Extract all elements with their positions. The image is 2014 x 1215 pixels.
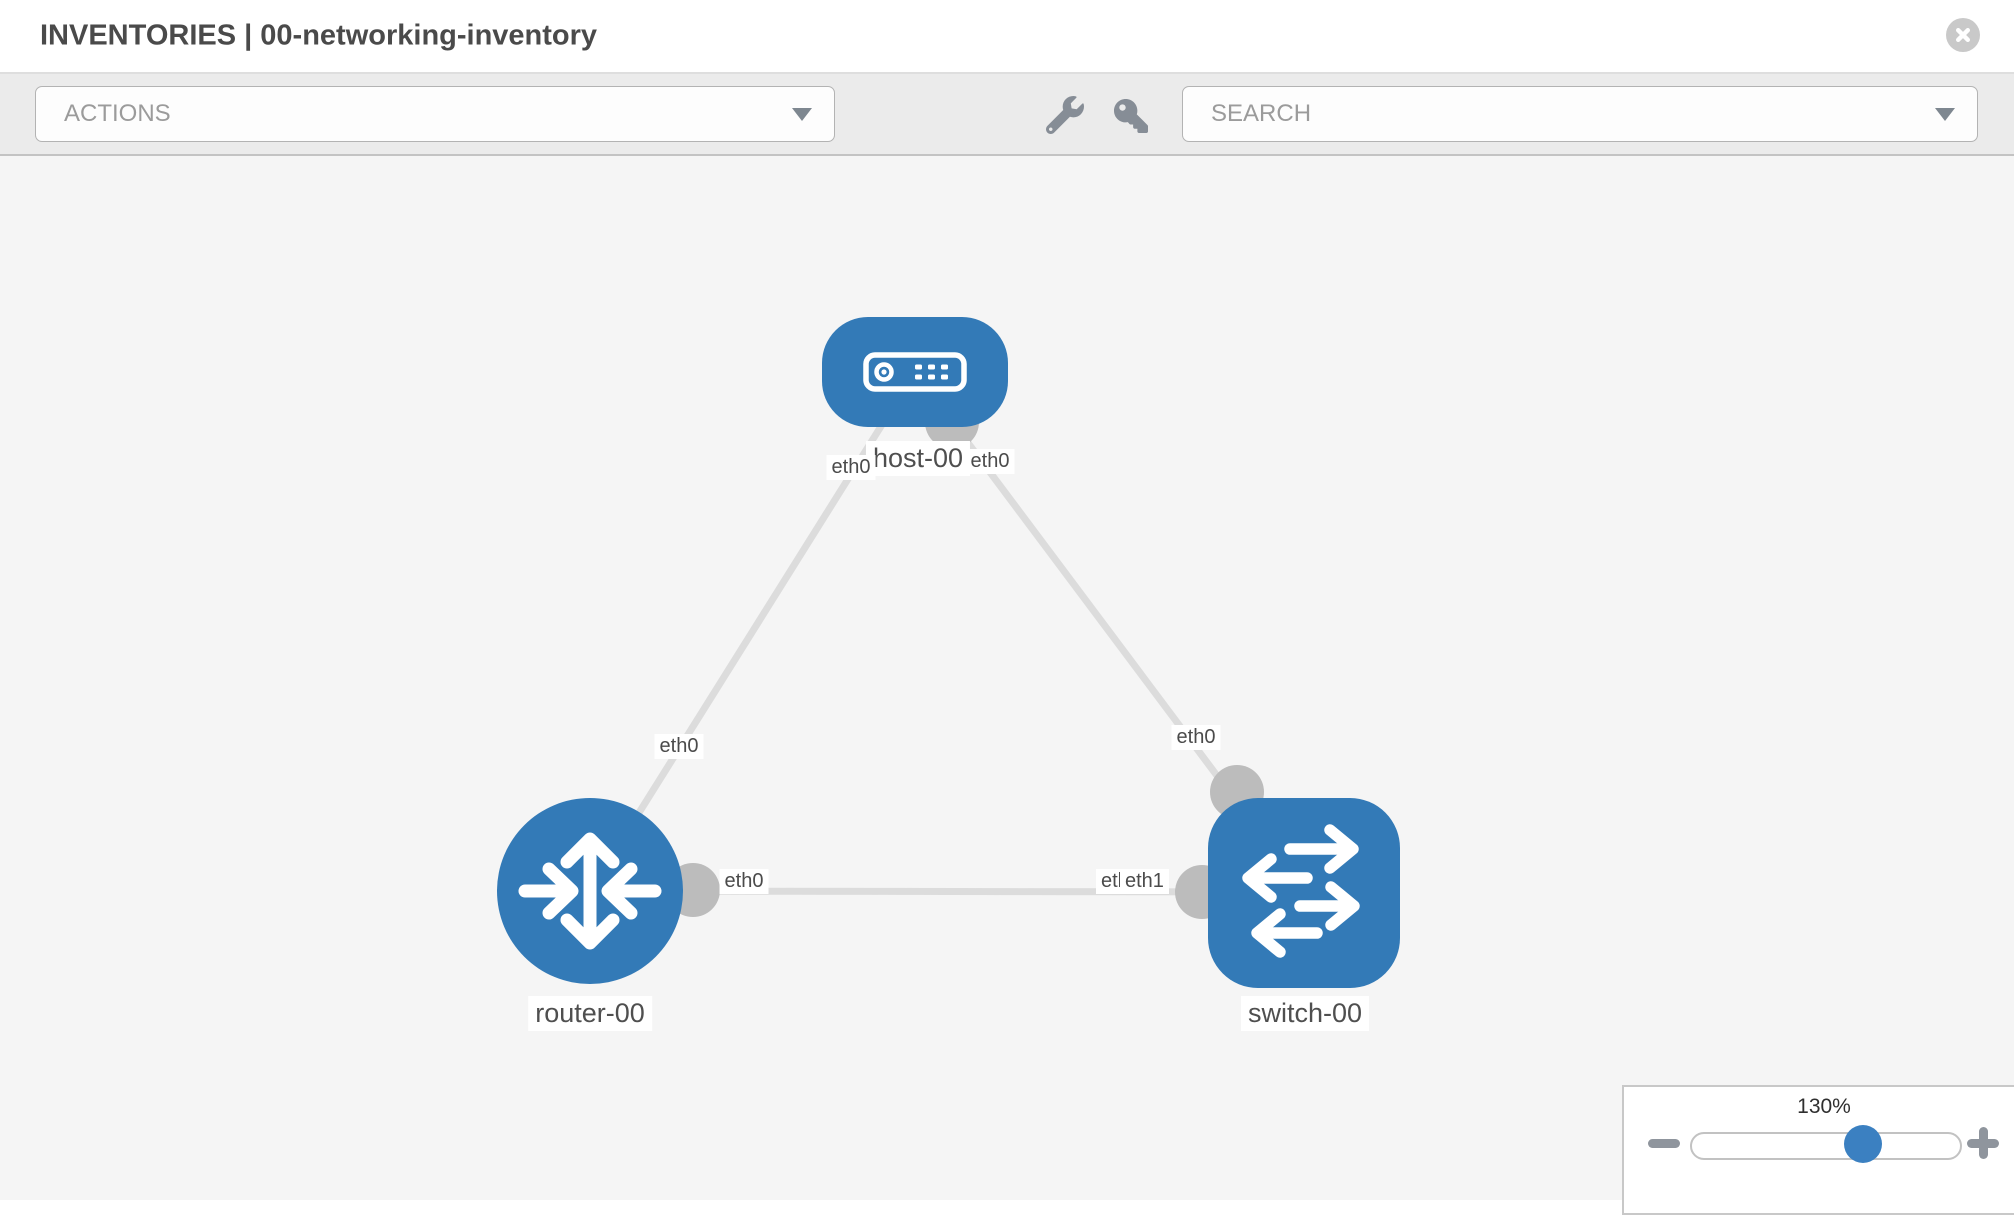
- zoom-out-button[interactable]: [1648, 1139, 1680, 1148]
- interface-label-eth0: eth0: [1171, 725, 1221, 750]
- node-switch-00[interactable]: [1208, 798, 1400, 988]
- interface-label-eth0: eth0: [826, 455, 876, 480]
- actions-dropdown-label: ACTIONS: [64, 100, 171, 127]
- switch-icon: [1242, 824, 1360, 958]
- key-button[interactable]: [1114, 99, 1148, 133]
- server-icon: [863, 352, 967, 392]
- search-dropdown-label: SEARCH: [1211, 100, 1312, 127]
- header: INVENTORIES | 00-networking-inventory: [0, 0, 2014, 74]
- interface-label-eth0: eth0: [719, 869, 769, 894]
- interface-label-eth1: eth1: [1120, 869, 1169, 894]
- toolbar: ACTIONS SEARCH: [0, 74, 2014, 156]
- chevron-down-icon: [1935, 108, 1955, 121]
- interface-label-eth0: eth0: [654, 734, 704, 759]
- node-host-00[interactable]: [822, 317, 1008, 427]
- zoom-slider-track[interactable]: [1690, 1125, 1962, 1163]
- router-icon: [518, 832, 662, 950]
- wrench-icon: [1045, 96, 1084, 135]
- search-dropdown[interactable]: SEARCH: [1182, 86, 1978, 142]
- interface-label-eth0: eth0: [965, 449, 1015, 474]
- node-router-00[interactable]: [497, 798, 683, 984]
- node-label-router-00: router-00: [528, 996, 652, 1031]
- zoom-panel: 130%: [1622, 1085, 2014, 1215]
- zoom-slider-thumb[interactable]: [1844, 1125, 1882, 1163]
- topology-links-layer: [587, 369, 1307, 919]
- node-label-host-00: host-00: [865, 441, 971, 476]
- close-button[interactable]: [1946, 18, 1980, 52]
- page-title: INVENTORIES | 00-networking-inventory: [40, 19, 598, 52]
- zoom-level: 130%: [1797, 1095, 1851, 1118]
- wrench-button[interactable]: [1045, 96, 1084, 135]
- zoom-in-button[interactable]: [1967, 1127, 1999, 1159]
- key-icon: [1114, 99, 1148, 133]
- topology-canvas[interactable]: host-00 router-00 switch-00 eth0 eth0 et…: [0, 156, 2014, 1200]
- actions-dropdown[interactable]: ACTIONS: [35, 86, 835, 142]
- node-label-switch-00: switch-00: [1240, 996, 1370, 1031]
- close-icon: [1956, 28, 1970, 42]
- chevron-down-icon: [792, 108, 812, 121]
